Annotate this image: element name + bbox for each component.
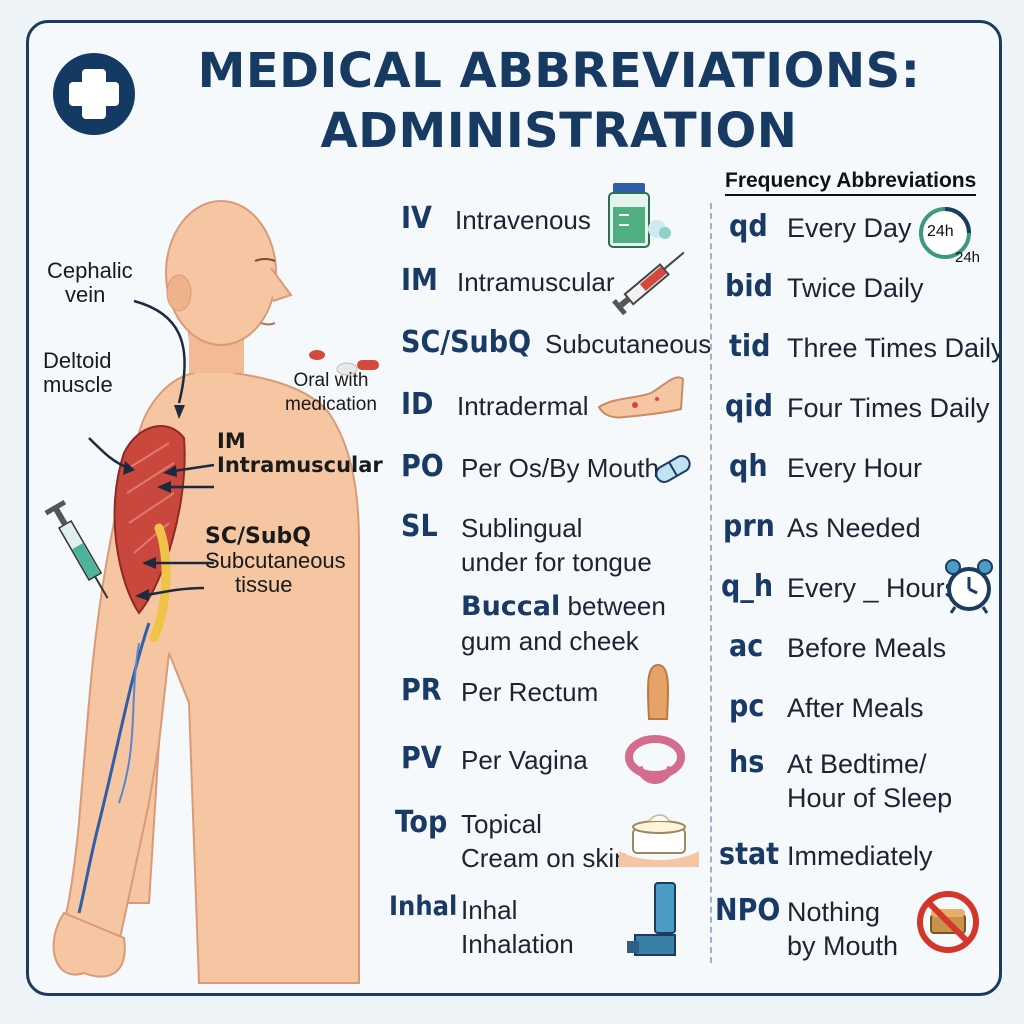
route-abbr-po: PO: [401, 449, 444, 484]
freq-meaning-qd: Every Day: [787, 213, 912, 243]
medical-cross-logo-icon: [53, 53, 135, 135]
route-meaning-pv: Per Vagina: [461, 745, 588, 775]
anatomy-illustration: [44, 200, 379, 984]
cream-jar-icon: [619, 814, 699, 867]
freq-meaning-stat: Immediately: [787, 841, 933, 871]
title-line-2: ADMINISTRATION: [320, 103, 798, 159]
arm-injection-icon: [597, 376, 685, 419]
route-abbr-im: IM: [401, 263, 438, 298]
route-meaning-pr: Per Rectum: [461, 677, 599, 707]
freq-meaning-q-h: Every _ Hours: [787, 573, 959, 603]
route-buccal: Buccal between gum and cheek: [461, 591, 666, 656]
route-abbr-pv: PV: [401, 741, 442, 776]
route-meaning-iv: Intravenous: [455, 205, 591, 235]
freq-abbr-hs: hs: [729, 745, 765, 780]
route-abbr-subq: SC/SubQ: [401, 325, 532, 360]
frequency-heading: Frequency Abbreviations: [725, 169, 977, 196]
route-meaning-im: Intramuscular: [457, 267, 615, 297]
freq-meaning-qid: Four Times Daily: [787, 393, 990, 423]
freq-abbr-qh: qh: [729, 449, 768, 484]
route-abbr-pr: PR: [401, 673, 442, 708]
route-abbr-buccal: Buccal: [461, 591, 561, 622]
freq-meaning-prn: As Needed: [787, 513, 921, 543]
column-divider: [710, 203, 712, 963]
suppository-icon: [647, 663, 669, 720]
infographic-card: MEDICAL ABBREVIATIONS: ADMINISTRATION: [26, 20, 1002, 996]
freq-abbr-ac: ac: [729, 629, 764, 664]
freq-meaning-pc: After Meals: [787, 693, 924, 723]
label-subq: SC/SubQ Subcutaneous tissue: [205, 524, 346, 597]
freq-meaning-bid: Twice Daily: [787, 273, 924, 303]
clock-label: 24h: [927, 223, 954, 240]
syringe-icon: [612, 251, 685, 316]
no-food-icon: [917, 891, 979, 953]
freq-meaning-qh: Every Hour: [787, 453, 923, 483]
freq-abbr-tid: tid: [729, 329, 771, 364]
route-abbr-id: ID: [401, 387, 434, 422]
inhaler-icon: [627, 882, 676, 956]
title-line-1: MEDICAL ABBREVIATIONS:: [197, 43, 921, 99]
freq-meaning-ac: Before Meals: [787, 633, 947, 663]
freq-abbr-pc: pc: [729, 689, 765, 724]
alarm-clock-icon: [945, 559, 993, 614]
freq-abbr-bid: bid: [725, 269, 773, 304]
route-meaning-id: Intradermal: [457, 391, 589, 421]
route-abbr-sl: SL: [401, 509, 438, 544]
freq-abbr-qd: qd: [729, 209, 768, 244]
freq-meaning-hs: At Bedtime/Hour of Sleep: [787, 749, 953, 813]
freq-abbr-stat: stat: [719, 837, 780, 872]
freq-meaning-tid: Three Times Daily: [787, 333, 1002, 363]
route-meaning-subq: Subcutaneous: [545, 329, 712, 359]
capsule-icon: [655, 455, 691, 483]
route-abbr-top: Top: [395, 805, 448, 840]
page-title: MEDICAL ABBREVIATIONS: ADMINISTRATION: [139, 41, 979, 161]
route-meaning-po: Per Os/By Mouth: [461, 453, 659, 483]
route-abbr-iv: IV: [401, 201, 432, 236]
pessary-ring-icon: [625, 735, 685, 784]
freq-abbr-qid: qid: [725, 389, 773, 424]
clock-label-outer: 24h: [955, 249, 981, 266]
freq-abbr-npo: NPO: [715, 893, 781, 928]
freq-abbr-q-h: q_h: [721, 569, 774, 604]
clock-24h-icon: 24h 24h: [917, 205, 981, 269]
freq-abbr-prn: prn: [723, 509, 775, 544]
route-abbr-inhal: Inhal: [389, 891, 458, 922]
iv-bag-icon: [608, 183, 671, 248]
